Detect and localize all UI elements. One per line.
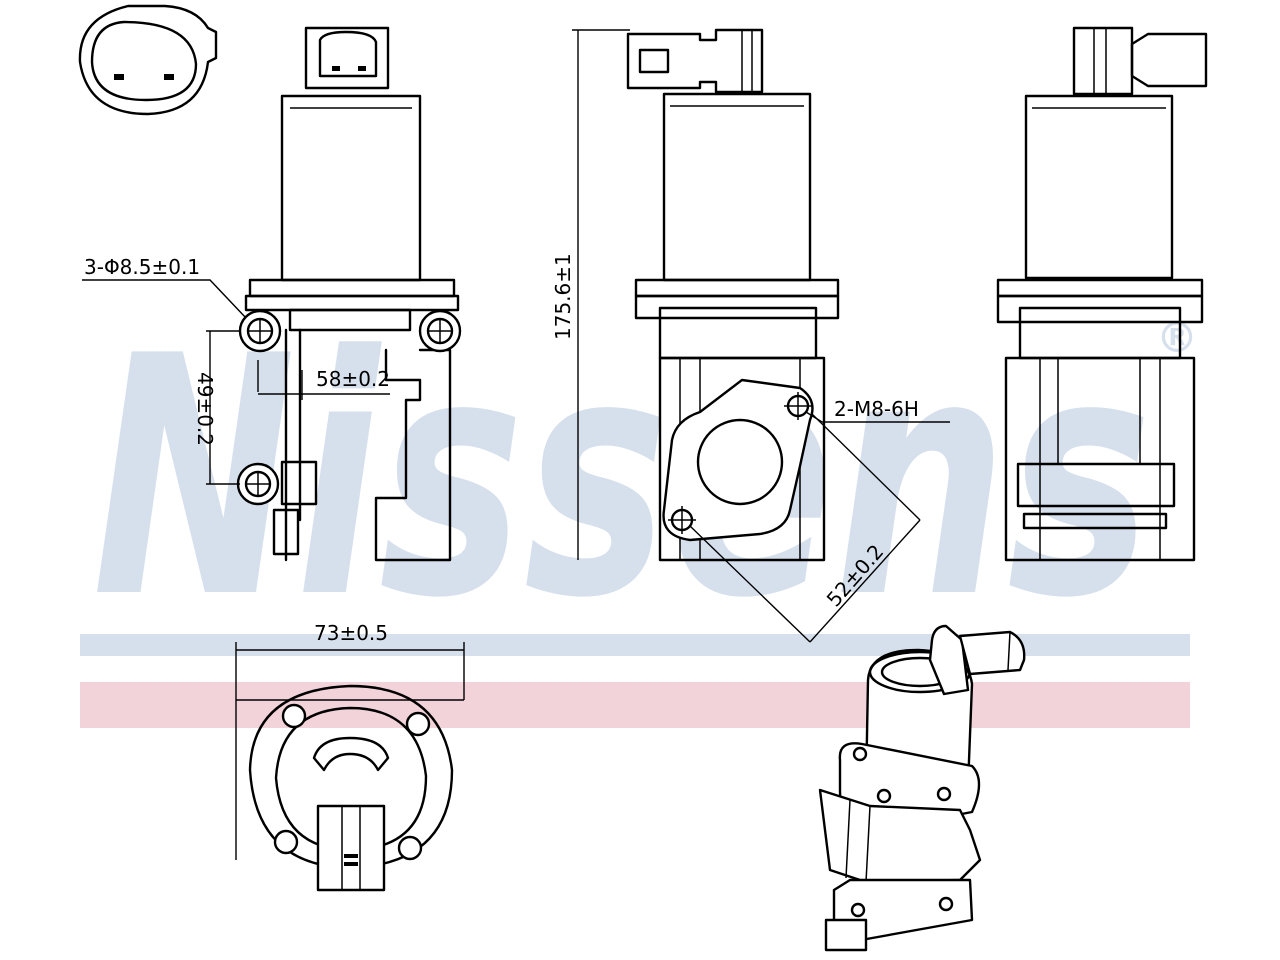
dim-thread: 2-M8-6H: [834, 397, 919, 421]
front-view: [82, 26, 462, 562]
side-view: [572, 28, 950, 643]
rear-view: [996, 26, 1208, 562]
dim-bolt-holes: 3-Φ8.5±0.1: [84, 255, 200, 279]
dim-hole-spacing: 49±0.2: [193, 372, 217, 446]
dim-overall-height: 175.6±1: [551, 253, 575, 340]
connector-face-view: [78, 4, 218, 116]
dim-hole-offset: 58±0.2: [316, 367, 390, 391]
isometric-view: [818, 624, 1026, 952]
dim-top-width: 73±0.5: [314, 621, 388, 645]
watermark-band-bottom: [80, 682, 1190, 728]
watermark-registered-mark: ®: [1156, 313, 1198, 362]
top-view: [235, 642, 465, 892]
